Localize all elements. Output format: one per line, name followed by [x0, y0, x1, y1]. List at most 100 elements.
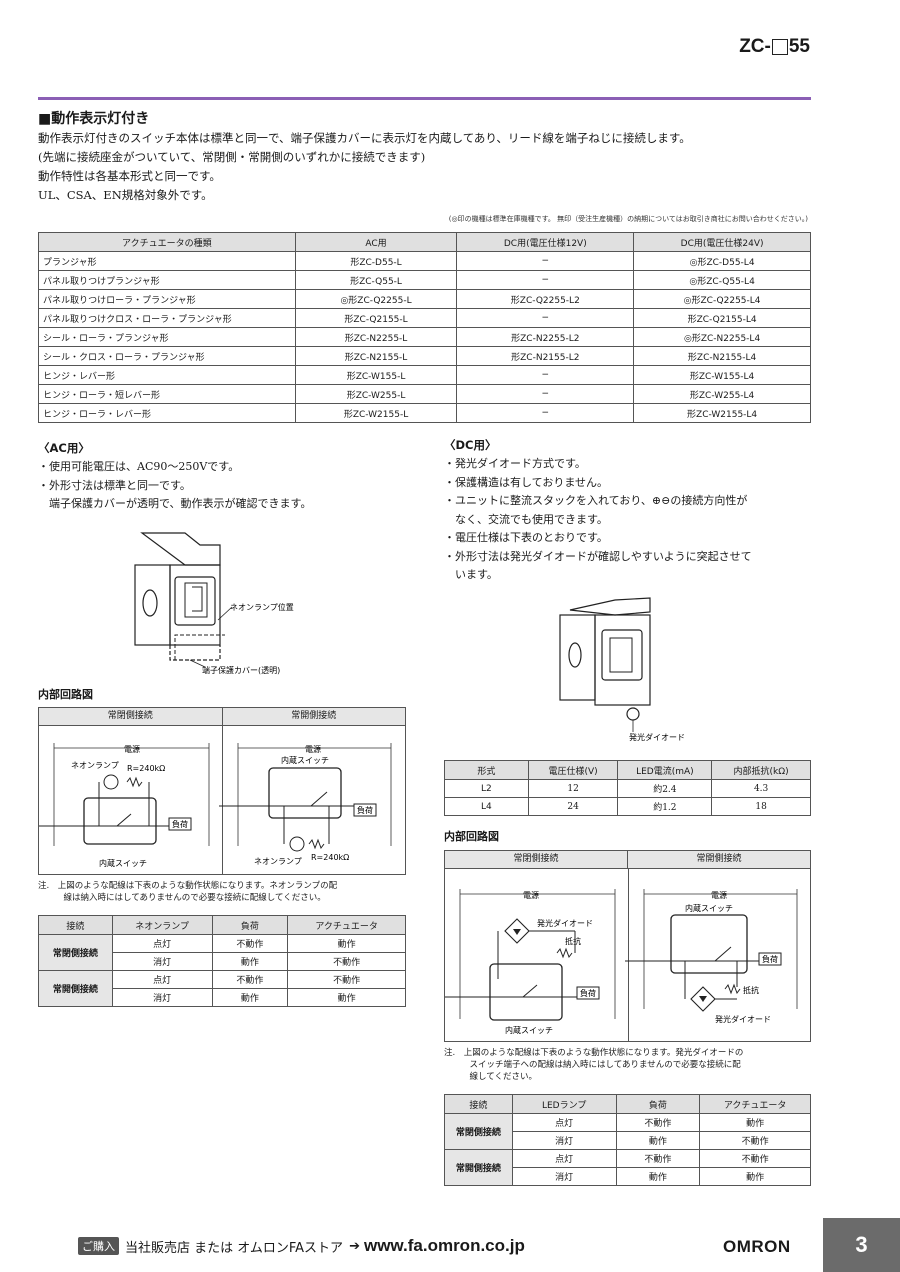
note-line: 線は納入時にはしてありませんので必要な接続に配線してください。 — [38, 893, 326, 903]
table-row: 消灯動作不動作 — [39, 952, 406, 971]
bullet: ・外形寸法は発光ダイオードが確認しやすいように突起させて — [444, 549, 752, 563]
model-title: ZC-55 — [739, 36, 810, 58]
ac-state-body: 常閉側接続点灯不動作動作消灯動作不動作常開側接続点灯不動作不動作消灯動作動作 — [38, 934, 406, 1007]
load-label: 負荷 — [580, 988, 596, 998]
table-header-row: 形式 電圧仕様(V) LED電流(mA) 内部抵抗(kΩ) — [444, 760, 811, 780]
bullet: ・使用可能電圧は、AC90～250Vです。 — [38, 460, 240, 473]
table-cell: 形ZC-Q2155-L — [294, 308, 458, 328]
header-cell: 接続 — [444, 1094, 513, 1114]
header-cell: 形式 — [444, 760, 529, 780]
switch-label: 内蔵スイッチ — [685, 903, 733, 913]
header-cell: LED電流(mA) — [617, 760, 713, 780]
load-label: 負荷 — [172, 819, 188, 829]
table-cell: 形ZC-N2255-L — [294, 327, 458, 347]
note-line: スイッチ端子への配線は納入時にはしてありませんので必要な接続に配 — [444, 1060, 741, 1070]
bullet: ・発光ダイオード方式です。 — [444, 457, 586, 470]
table-row: 常開側接続点灯不動作不動作 — [38, 970, 406, 1007]
table-cell: 動作 — [287, 934, 406, 953]
table-row: 常開側接続点灯不動作不動作 — [444, 1149, 811, 1186]
table-cell: 4.3 — [711, 779, 811, 798]
switch-label: 内蔵スイッチ — [281, 755, 329, 765]
cover-label: 端子保護カバー(透明) — [202, 665, 280, 675]
table-cell: 点灯 — [111, 934, 213, 953]
bullet: なく、交流でも使用できます。 — [444, 512, 608, 526]
page-number: 3 — [823, 1218, 900, 1272]
ac-state-table: 接続 ネオンランプ 負荷 アクチュエータ 常閉側接続点灯不動作動作消灯動作不動作… — [38, 915, 406, 1007]
circuit-header-nc: 常閉側接続 — [39, 708, 223, 725]
header-cell: DC用(電圧仕様12V) — [456, 232, 635, 252]
dc-circuit-title: 内部回路図 — [444, 830, 499, 843]
table-cell: ヒンジ・レバー形 — [38, 365, 296, 385]
table-cell: パネル取りつけプランジャ形 — [38, 270, 296, 290]
led-label: 発光ダイオード — [715, 1014, 771, 1024]
table-row: 消灯動作動作 — [445, 1167, 811, 1186]
group-cell: 常閉側接続 — [38, 934, 113, 971]
table-cell: 形ZC-W255-L — [294, 384, 458, 404]
header-cell: 接続 — [38, 915, 113, 935]
bullet: ・電圧仕様は下表のとおりです。 — [444, 531, 608, 544]
ac-bullets: ・使用可能電圧は、AC90～250Vです。 ・外形寸法は標準と同一です。 端子保… — [38, 458, 311, 514]
table-cell: 不動作 — [287, 970, 406, 989]
dc-circuit-header: 常閉側接続 常開側接続 — [445, 851, 810, 869]
table-row: プランジャ形形ZC-D55-L−◎形ZC-D55-L4 — [38, 251, 811, 271]
footer-url-link[interactable]: www.fa.omron.co.jp — [363, 1236, 525, 1255]
table-cell: 点灯 — [111, 970, 213, 989]
table-cell: − — [456, 403, 635, 423]
table-cell: 消灯 — [511, 1167, 617, 1186]
circuit-header-no: 常開側接続 — [696, 854, 742, 864]
table-cell: パネル取りつけローラ・プランジャ形 — [38, 289, 296, 309]
table-cell: 不動作 — [699, 1149, 811, 1168]
res-label: R=240kΩ — [127, 764, 165, 773]
table-cell: 24 — [527, 797, 619, 816]
table-row: 常閉側接続点灯不動作動作 — [38, 934, 406, 971]
dc-device-figure: 発光ダイオード — [559, 597, 685, 742]
group-cell: 常開側接続 — [38, 970, 113, 1007]
blank-box — [771, 39, 788, 55]
res-label: 抵抗 — [743, 985, 759, 995]
dc-bullets: ・発光ダイオード方式です。 ・保護構造は有しておりません。 ・ユニットに整流スタ… — [444, 455, 752, 585]
table-cell: 不動作 — [699, 1131, 811, 1150]
intro-line: 動作特性は各基本形式と同一です。 — [38, 169, 221, 183]
table-cell: シール・ローラ・プランジャ形 — [38, 327, 296, 347]
table-cell: 形ZC-W2155-L4 — [633, 403, 811, 423]
table-cell: パネル取りつけクロス・ローラ・プランジャ形 — [38, 308, 296, 328]
table-cell: 形ZC-W155-L — [294, 365, 458, 385]
note-line: 注. 上図のような配線は下表のような動作状態になります。発光ダイオードの — [444, 1048, 744, 1058]
table-cell: ◎形ZC-Q55-L4 — [633, 270, 811, 290]
table-cell: 形ZC-N2155-L4 — [633, 346, 811, 366]
table-row: ヒンジ・ローラ・レバー形形ZC-W2155-L−形ZC-W2155-L4 — [38, 403, 811, 423]
bullet: ・保護構造は有しておりません。 — [444, 475, 609, 489]
table-cell: − — [456, 365, 635, 385]
table-cell: ヒンジ・ローラ・レバー形 — [38, 403, 296, 423]
table-cell: 動作 — [699, 1113, 811, 1132]
header-cell: 内部抵抗(kΩ) — [711, 760, 811, 780]
table-cell: 約2.4 — [617, 779, 713, 798]
table-cell: 形ZC-W155-L4 — [633, 365, 811, 385]
table-cell: 消灯 — [111, 952, 213, 971]
table-cell: 点灯 — [511, 1113, 617, 1132]
table-cell: 不動作 — [615, 1113, 701, 1132]
table-header-row: 接続 ネオンランプ 負荷 アクチュエータ — [38, 915, 406, 935]
model-table: アクチュエータの種類 AC用 DC用(電圧仕様12V) DC用(電圧仕様24V)… — [38, 232, 811, 423]
intro-line: UL、CSA、EN規格対象外です。 — [38, 188, 213, 202]
ac-circuit-header: 常閉側接続 常開側接続 — [39, 708, 405, 726]
header-cell: 負荷 — [615, 1094, 701, 1114]
footer-purchase: ご購入 当社販売店 または オムロンFAストア ➔ www.fa.omron.c… — [78, 1236, 525, 1256]
footer-text: 当社販売店 または オムロンFAストア — [125, 1240, 344, 1256]
table-cell: 点灯 — [511, 1149, 617, 1168]
stock-note: (◎印の機種は標準在庫機種です。 無印（受注生産機種）の納期についてはお取引き商… — [448, 215, 808, 223]
table-row: ヒンジ・ローラ・短レバー形形ZC-W255-L−形ZC-W255-L4 — [38, 384, 811, 404]
power-label: 電源 — [711, 891, 727, 900]
dc-circuit-box: 常閉側接続 常開側接続 電源 発光ダイオード 抵抗 負荷 内蔵スイッチ 電源 内… — [444, 850, 811, 1042]
table-cell: シール・クロス・ローラ・プランジャ形 — [38, 346, 296, 366]
table-cell: 動作 — [699, 1167, 811, 1186]
dc-state-body: 常閉側接続点灯不動作動作消灯動作不動作常開側接続点灯不動作不動作消灯動作動作 — [444, 1113, 811, 1186]
note-line: 線してください。 — [444, 1072, 538, 1082]
arrow-icon: ➔ — [349, 1238, 360, 1254]
table-cell: 動作 — [211, 988, 289, 1007]
